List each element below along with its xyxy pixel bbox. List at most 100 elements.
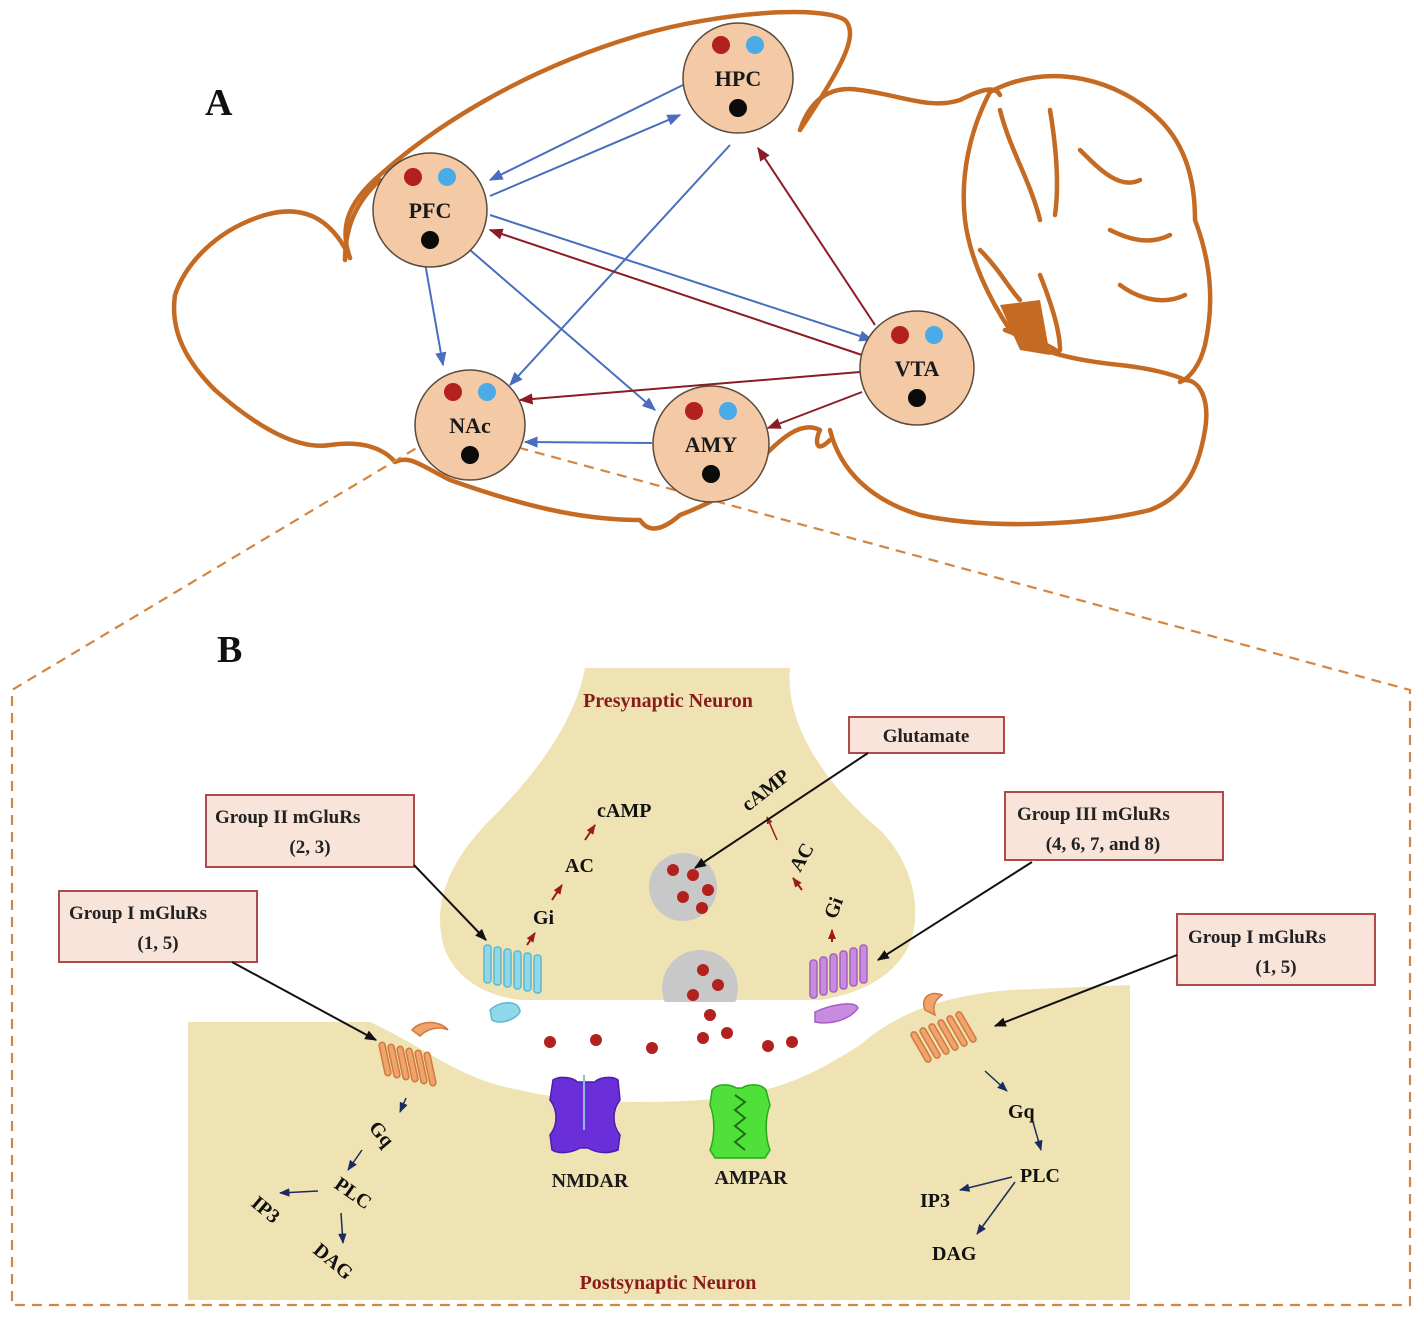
region-label: VTA (895, 356, 940, 381)
group2-box-line2: (2, 3) (289, 837, 330, 858)
group3-box: Group III mGluRs (4, 6, 7, and 8) (1004, 791, 1224, 861)
region-label: PFC (409, 198, 452, 223)
blue-neuron-dot (925, 326, 943, 344)
region-circle (682, 22, 794, 134)
red-neuron-dot (712, 36, 730, 54)
blue-neuron-dot (719, 402, 737, 420)
presynaptic-neuron (440, 668, 916, 1000)
region-circle (859, 310, 975, 426)
blue-neuron-dot (438, 168, 456, 186)
connection-vta-hpc (757, 146, 876, 326)
glutamate-dot (762, 1040, 774, 1052)
group3-box-line1: Group III mGluRs (1017, 804, 1170, 825)
connection-vta-nac (518, 371, 861, 405)
glutamate-dot (687, 869, 699, 881)
glutamate-dot (697, 1032, 709, 1044)
group1-left-box-line1: Group I mGluRs (69, 903, 207, 924)
region-label: HPC (715, 66, 761, 91)
ampar-label: AMPAR (715, 1167, 788, 1189)
group3-receptor (809, 944, 868, 1024)
red-neuron-dot (404, 168, 422, 186)
region-circle (372, 152, 488, 268)
panel-a-label: A (205, 82, 233, 124)
glutamate-dot (712, 979, 724, 991)
connection-vta-pfc (488, 228, 863, 356)
glutamate-dot (721, 1027, 733, 1039)
postsynaptic-right-cascade: Gq PLC IP3 DAG (920, 1070, 1060, 1265)
connection-hpc-pfc (488, 84, 684, 181)
black-neuron-dot (908, 389, 926, 407)
group2-pointer (413, 864, 487, 941)
connection-amy-nac (523, 436, 653, 448)
ip3-right-label: IP3 (920, 1190, 950, 1212)
gi-left-label: Gi (533, 907, 555, 929)
glutamate-dot (786, 1036, 798, 1048)
group3-box-line2: (4, 6, 7, and 8) (1046, 834, 1161, 855)
connection-pfc-hpc (489, 114, 682, 197)
brain-outline (171, 9, 1213, 531)
black-neuron-dot (421, 231, 439, 249)
region-nac: NAc (414, 369, 526, 481)
presynaptic-left-cascade: Gi AC cAMP (526, 800, 651, 946)
plc-right-label: PLC (1020, 1165, 1060, 1187)
red-neuron-dot (685, 402, 703, 420)
glutamate-dot (704, 1009, 716, 1021)
group1-receptor-right (910, 992, 977, 1063)
group1-right-box-line1: Group I mGluRs (1188, 927, 1326, 948)
glutamate-box-label: Glutamate (883, 726, 970, 747)
region-amy: AMY (652, 385, 770, 503)
glutamate-dot (697, 964, 709, 976)
zoom-indicator (10, 439, 1412, 1307)
group3-pointer (876, 861, 1033, 961)
glutamate-dot (544, 1036, 556, 1048)
group1-receptor-left (378, 1021, 449, 1087)
glutamate-dot (696, 902, 708, 914)
group1-right-pointer (993, 954, 1178, 1027)
dag-right-label: DAG (932, 1243, 977, 1265)
black-neuron-dot (729, 99, 747, 117)
black-neuron-dot (702, 465, 720, 483)
group1-right-box: Group I mGluRs (1, 5) (1176, 913, 1376, 986)
blue-neuron-dot (478, 383, 496, 401)
glutamate-dot (677, 891, 689, 903)
region-label: AMY (685, 432, 738, 457)
panel-b-label: B (217, 629, 242, 671)
cerebellum-white-matter (1000, 300, 1050, 355)
ac-left-label: AC (565, 855, 594, 877)
glutamate-dot (667, 864, 679, 876)
nmdar-label: NMDAR (552, 1170, 629, 1192)
glutamate-pointer (694, 752, 869, 869)
region-circle (414, 369, 526, 481)
cleft-cover (650, 1002, 750, 1032)
region-vta: VTA (859, 310, 975, 426)
region-hpc: HPC (682, 22, 794, 134)
glutamate-dot (590, 1034, 602, 1046)
group1-right-box-line2: (1, 5) (1255, 957, 1296, 978)
nmdar-channel (549, 1075, 621, 1154)
glutamate-molecules (544, 864, 798, 1054)
group1-left-box-line2: (1, 5) (137, 933, 178, 954)
group1-left-box: Group I mGluRs (1, 5) (58, 890, 258, 963)
connection-pfc-amy (469, 249, 657, 411)
red-neuron-dot (444, 383, 462, 401)
black-neuron-dot (461, 446, 479, 464)
red-neuron-dot (891, 326, 909, 344)
region-pfc: PFC (372, 152, 488, 268)
glutamate-dot (646, 1042, 658, 1054)
glutamate-dot (687, 989, 699, 1001)
group2-box: Group II mGluRs (2, 3) (205, 794, 415, 868)
group2-receptor (483, 944, 542, 1023)
gq-right-label: Gq (1008, 1101, 1035, 1123)
blue-neuron-dot (746, 36, 764, 54)
postsynaptic-label: Postsynaptic Neuron (580, 1272, 757, 1294)
connection-vta-amy (766, 391, 863, 429)
group1-left-pointer (231, 961, 378, 1041)
group2-box-line1: Group II mGluRs (215, 807, 360, 828)
glutamate-dot (702, 884, 714, 896)
presynaptic-label: Presynaptic Neuron (583, 690, 753, 712)
glutamate-box: Glutamate (848, 716, 1005, 754)
region-label: NAc (449, 413, 491, 438)
connection-hpc-nac (509, 144, 731, 387)
connections (424, 84, 876, 448)
